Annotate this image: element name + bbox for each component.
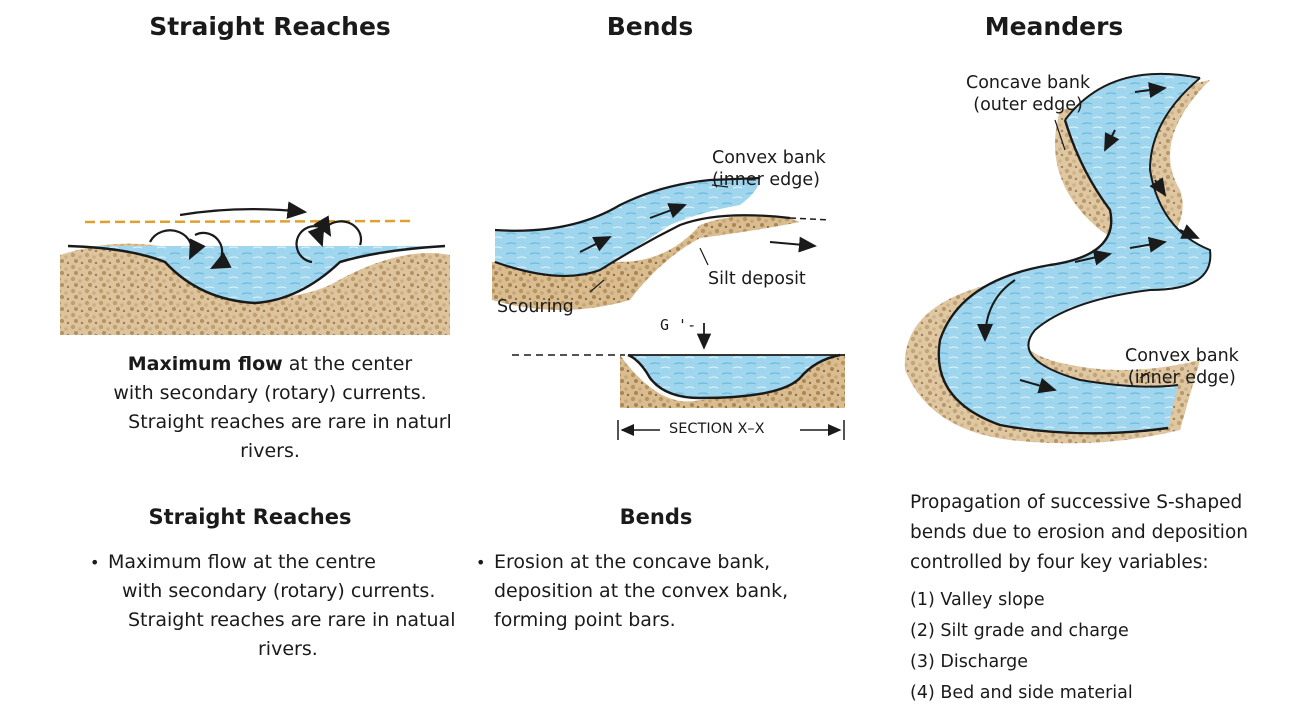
- meander-convex-bank-label: Convex bank (inner edge): [1125, 345, 1239, 389]
- summary-straight-title: Straight Reaches: [90, 505, 410, 529]
- bullet-dot: •: [476, 548, 485, 577]
- meanders-intro-line-1: Propagation of successive S-shaped: [910, 488, 1290, 518]
- bends-bullet-line-2: deposition at the convex bank,: [494, 577, 864, 606]
- summary-straight-bullet: • Maximum flow at the centre with second…: [90, 548, 478, 664]
- straight-bullet-line-1: Maximum flow at the centre: [108, 548, 478, 577]
- variable-item: (1) Valley slope: [910, 585, 1290, 616]
- bends-bullet-line-3: forming point bars.: [494, 606, 864, 635]
- straight-bullet-line-4: rivers.: [108, 635, 478, 664]
- straight-bullet-line-2: with secondary (rotary) currents.: [108, 577, 478, 606]
- summary-bends-title: Bends: [496, 505, 816, 529]
- meander-concave-bank-label: Concave bank (outer edge): [966, 72, 1090, 116]
- summary-bends-bullet: • Erosion at the concave bank, depositio…: [476, 548, 864, 635]
- meanders-intro-line-3: controlled by four key variables:: [910, 548, 1290, 578]
- bends-bullet-line-1: Erosion at the concave bank,: [494, 548, 864, 577]
- straight-bullet-line-3: Straight reaches are rare in natual: [108, 606, 478, 635]
- bullet-dot: •: [90, 548, 99, 577]
- variable-item: (3) Discharge: [910, 647, 1290, 678]
- summary-meanders-intro: Propagation of successive S-shaped bends…: [910, 488, 1290, 578]
- variable-item: (4) Bed and side material: [910, 678, 1290, 709]
- meanders-intro-line-2: bends due to erosion and deposition: [910, 518, 1290, 548]
- meander-inner-edge-text: (inner edge): [1125, 367, 1239, 389]
- meanders-variables-list: (1) Valley slope (2) Silt grade and char…: [910, 585, 1290, 709]
- variable-item: (2) Silt grade and charge: [910, 616, 1290, 647]
- meander-outer-edge-text: (outer edge): [966, 94, 1090, 116]
- meander-concave-bank-text: Concave bank: [966, 72, 1090, 94]
- meander-convex-bank-text: Convex bank: [1125, 345, 1239, 367]
